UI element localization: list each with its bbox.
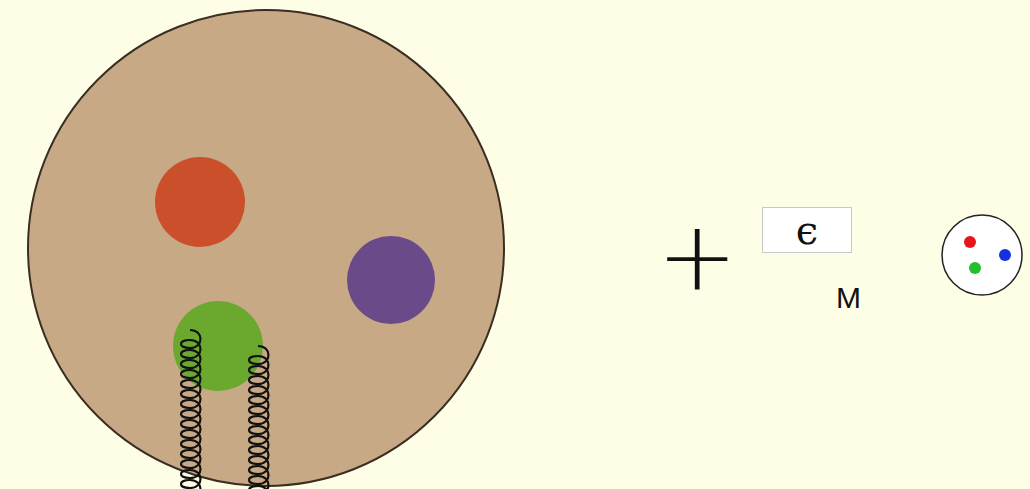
proton-disc — [28, 10, 504, 486]
plus-sign: + — [657, 208, 737, 304]
blue-dot — [999, 249, 1011, 261]
gluon-coil — [181, 330, 201, 489]
subscript-label: M — [836, 283, 861, 313]
purple-quark — [347, 236, 435, 324]
green-dot — [969, 262, 981, 274]
red-quark — [155, 157, 245, 247]
gluon-coil — [249, 346, 269, 489]
red-dot — [964, 236, 976, 248]
small-proton — [942, 215, 1022, 295]
symbol-box: ϵ — [762, 207, 852, 253]
symbol-text: ϵ — [796, 210, 818, 250]
